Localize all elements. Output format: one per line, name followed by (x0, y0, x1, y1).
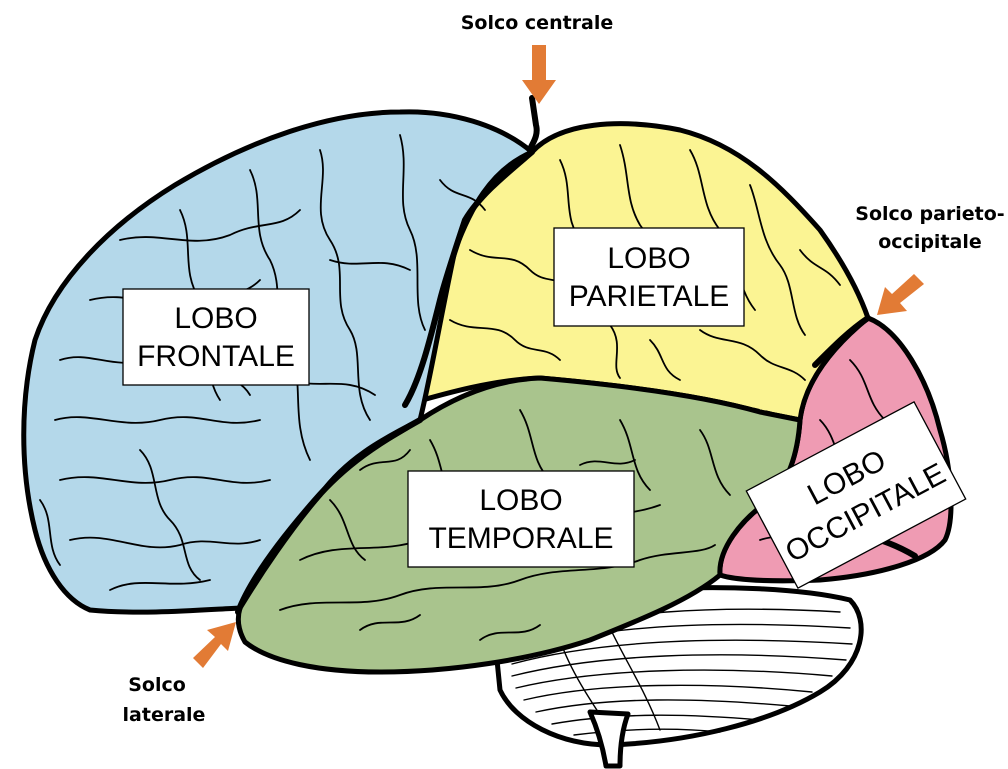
label-parietal-line2: PARIETALE (569, 280, 730, 313)
central-sulcus-arrow (522, 45, 556, 104)
annotation-central-sulcus: Solco centrale (461, 12, 614, 104)
label-frontal-line2: FRONTALE (137, 340, 295, 373)
label-temporal-line1: LOBO (479, 484, 562, 517)
lateral-sulcus-label-line1: Solco (128, 674, 186, 696)
label-parietal: LOBO PARIETALE (554, 228, 744, 326)
annotation-parieto-occipital-sulcus: Solco parieto- occipitale (855, 203, 1004, 315)
central-sulcus-label: Solco centrale (461, 12, 614, 34)
lateral-sulcus-label-line2: laterale (123, 704, 206, 726)
parieto-occipital-arrow (877, 274, 924, 315)
label-temporal-line2: TEMPORALE (428, 522, 613, 555)
parieto-occipital-label-line1: Solco parieto- (855, 203, 1004, 225)
label-frontal-line1: LOBO (174, 302, 257, 335)
label-temporal: LOBO TEMPORALE (408, 471, 634, 567)
annotation-lateral-sulcus: Solco laterale (123, 622, 236, 726)
parieto-occipital-label-line2: occipitale (878, 231, 982, 253)
label-frontal: LOBO FRONTALE (123, 289, 309, 385)
lateral-sulcus-arrow (193, 622, 236, 668)
label-parietal-line1: LOBO (607, 242, 690, 275)
